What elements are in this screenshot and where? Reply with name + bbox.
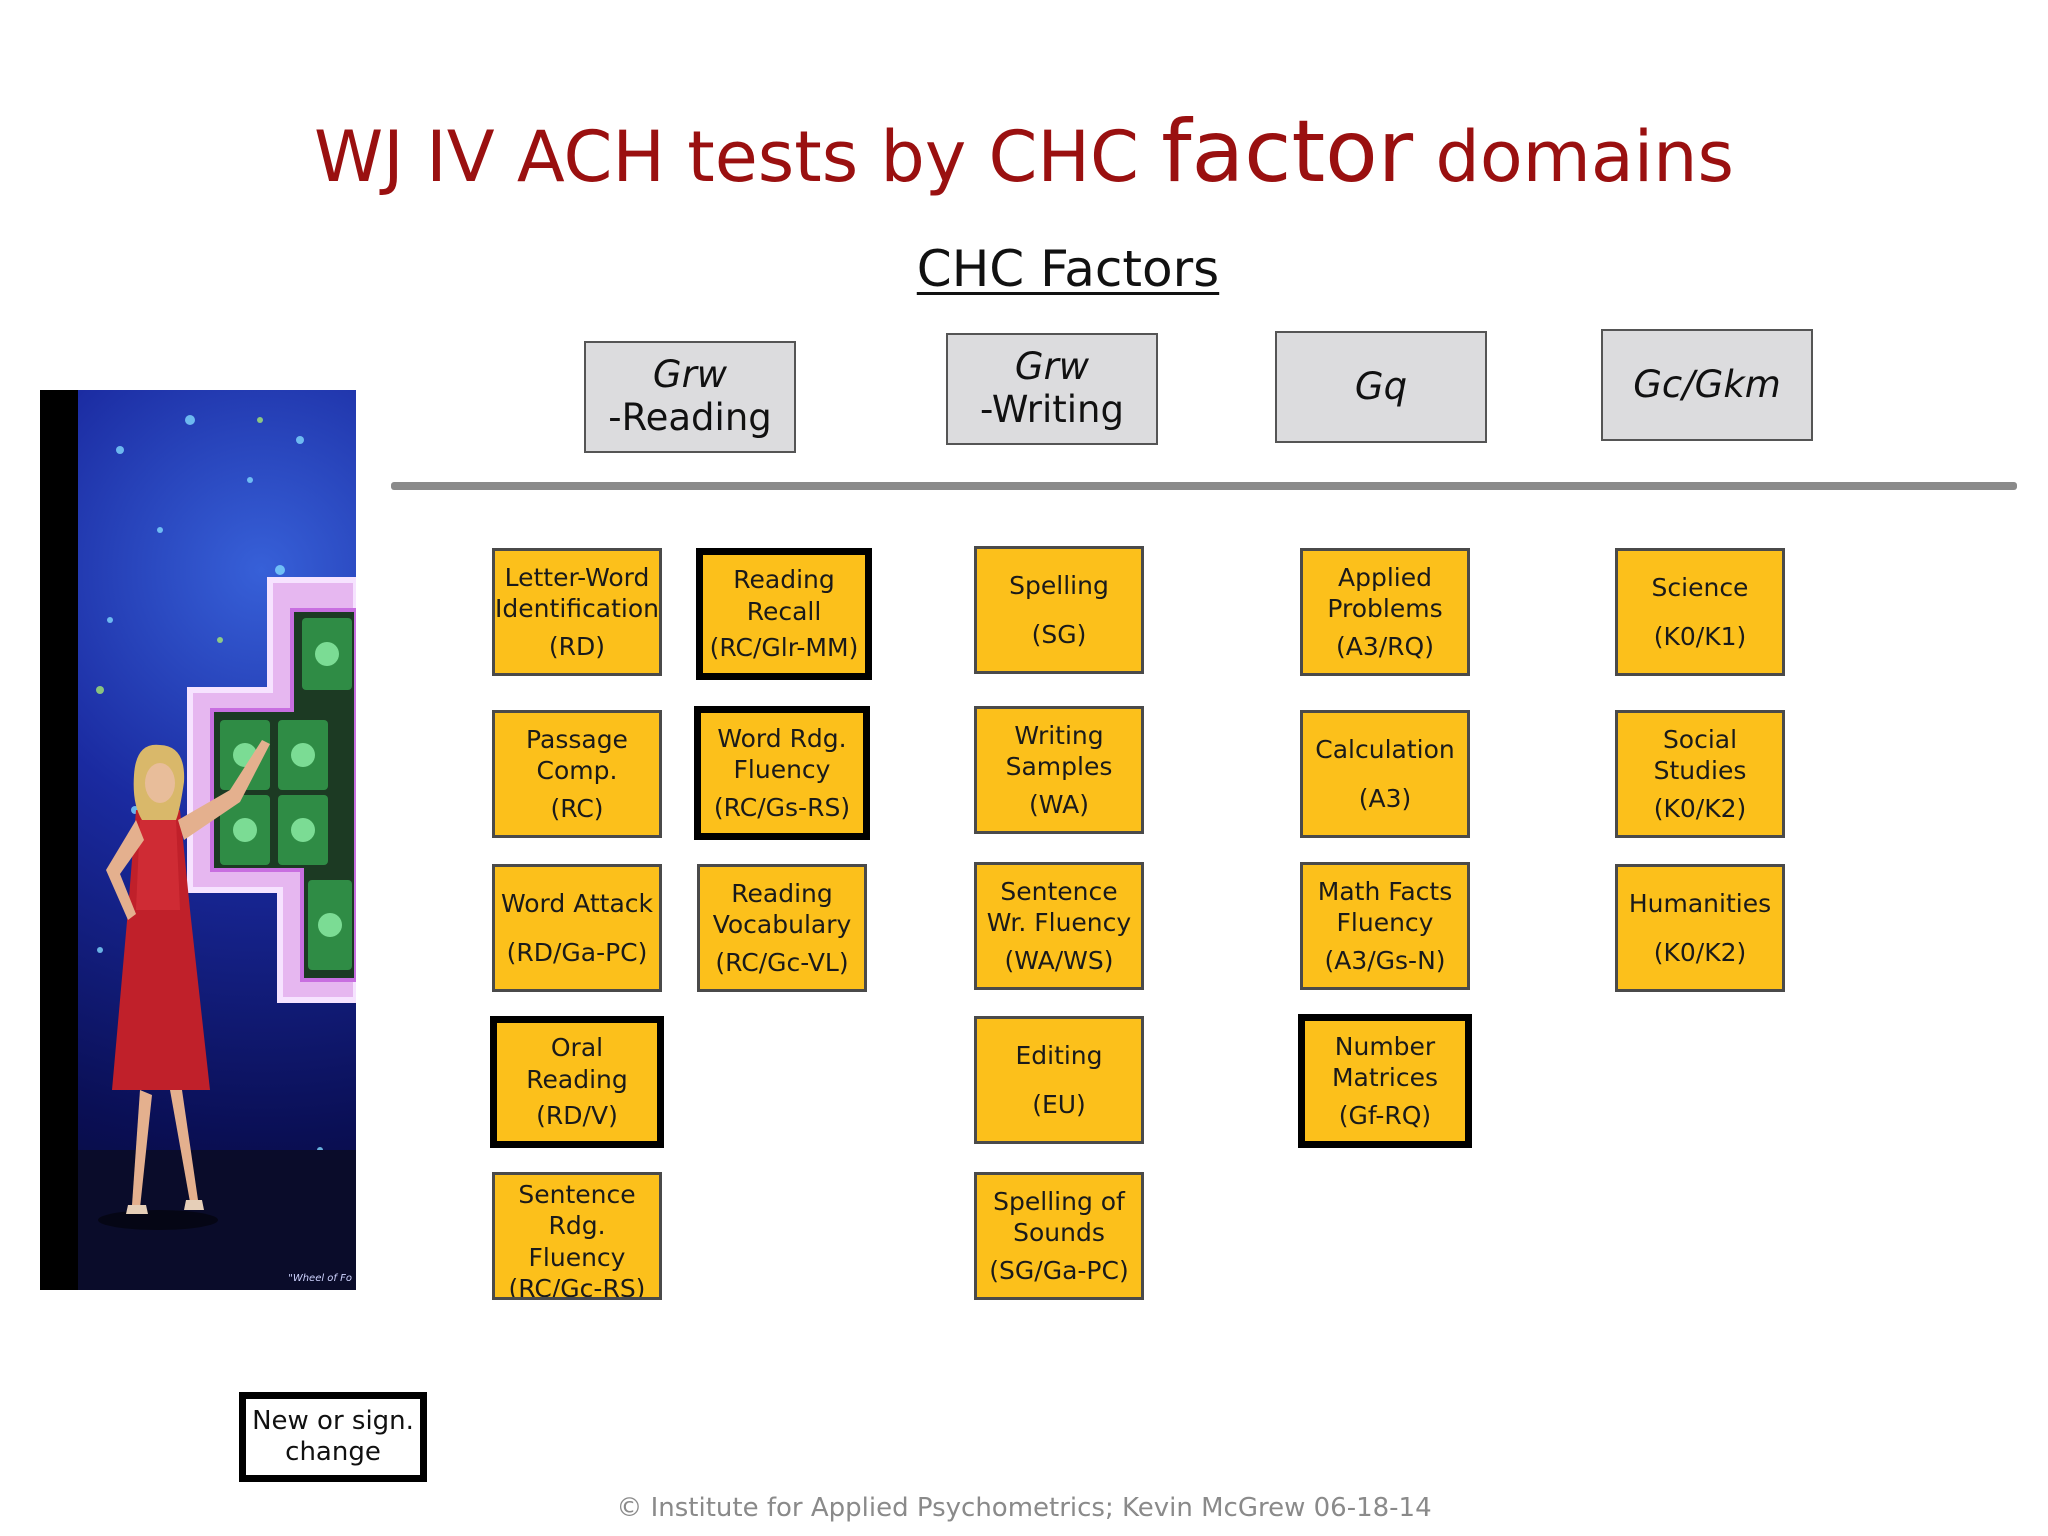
header-divider — [391, 482, 2017, 490]
test-name: Humanities — [1628, 889, 1772, 919]
test-box: Writing Samples (WA) — [974, 706, 1144, 834]
factor-name: Grw — [1014, 345, 1090, 389]
test-name: Letter-Word Identification — [495, 562, 659, 623]
test-code: (RD) — [548, 632, 606, 661]
chc-factors-heading-text: CHC Factors — [916, 240, 1220, 298]
test-code: (RD/Ga-PC) — [506, 937, 648, 967]
test-box: Oral Reading (RD/V) — [490, 1016, 664, 1148]
test-name: Spelling of Sounds — [993, 1186, 1125, 1247]
test-code: (RD/V) — [536, 1101, 618, 1131]
test-box: Word Rdg. Fluency (RC/Gs-RS) — [694, 706, 870, 840]
test-name: Word Rdg. Fluency — [717, 724, 847, 785]
test-code: (RC/Gs-RS) — [713, 792, 851, 822]
legend-new-or-changed: New or sign. change — [239, 1392, 427, 1482]
test-code: (K0/K2) — [1653, 937, 1747, 967]
test-code: (Gf-RQ) — [1338, 1100, 1432, 1130]
factor-gc-gkm: Gc/Gkm — [1601, 329, 1813, 441]
test-code: (WA) — [1029, 790, 1089, 819]
factor-name: Gc/Gkm — [1633, 362, 1781, 406]
test-code: (RC/Gc-VL) — [715, 948, 849, 977]
test-box: Sentence Wr. Fluency (WA/WS) — [974, 862, 1144, 990]
photo-black-strip — [40, 390, 78, 1290]
test-name: Word Attack — [500, 889, 653, 919]
test-code: (K0/K1) — [1653, 621, 1747, 651]
test-box: Reading Recall (RC/Glr-MM) — [696, 548, 872, 680]
factor-sub: -Reading — [608, 396, 772, 439]
test-code: (RC/Glr-MM) — [709, 633, 859, 663]
test-code: (A3) — [1358, 783, 1412, 813]
test-box: Calculation (A3) — [1300, 710, 1470, 838]
factor-grw-writing: Grw -Writing — [946, 333, 1158, 445]
photo-illustration — [78, 415, 356, 1290]
photo-caption: "Wheel of Fo — [288, 1273, 352, 1284]
title-emphasis: factor — [1161, 102, 1414, 202]
test-code: (RC) — [550, 794, 604, 823]
test-box: Humanities (K0/K2) — [1615, 864, 1785, 992]
test-code: (A3/Gs-N) — [1324, 946, 1446, 975]
test-box: Spelling (SG) — [974, 546, 1144, 674]
test-box: Math Facts Fluency (A3/Gs-N) — [1300, 862, 1470, 990]
test-box: Number Matrices (Gf-RQ) — [1298, 1014, 1472, 1148]
title-part-b: domains — [1413, 116, 1735, 198]
test-code: (WA/WS) — [1004, 946, 1114, 975]
test-name: Math Facts Fluency — [1317, 876, 1453, 937]
test-name: Reading Vocabulary — [712, 878, 852, 939]
test-box: Science (K0/K1) — [1615, 548, 1785, 676]
test-name: Social Studies — [1653, 724, 1747, 785]
factor-name: Grw — [652, 353, 728, 397]
test-name: Number Matrices — [1331, 1032, 1439, 1093]
test-name: Writing Samples — [1005, 720, 1113, 781]
test-box: Social Studies (K0/K2) — [1615, 710, 1785, 838]
test-box: Word Attack (RD/Ga-PC) — [492, 864, 662, 992]
test-name: Science — [1651, 573, 1749, 603]
presenter-photo: "Wheel of Fo — [40, 390, 356, 1290]
slide-title: WJ IV ACH tests by CHC factor domains — [0, 102, 2048, 202]
test-box: Applied Problems (A3/RQ) — [1300, 548, 1470, 676]
test-code: (SG/Ga-PC) — [989, 1256, 1129, 1285]
factor-grw-reading: Grw -Reading — [584, 341, 796, 453]
test-name: Passage Comp. — [526, 724, 628, 785]
test-name: Calculation — [1315, 735, 1455, 765]
factor-name: Gq — [1354, 364, 1408, 408]
test-name: Editing — [1015, 1041, 1103, 1071]
test-name: Sentence Wr. Fluency — [986, 876, 1132, 937]
test-box: Letter-Word Identification (RD) — [492, 548, 662, 676]
factor-gq: Gq — [1275, 331, 1487, 443]
test-box: Reading Vocabulary (RC/Gc-VL) — [697, 864, 867, 992]
test-name: Sentence Rdg. Fluency — [518, 1180, 636, 1272]
test-name: Reading Recall — [733, 565, 835, 626]
test-name: Oral Reading — [526, 1033, 628, 1094]
chc-factors-heading: CHC Factors — [0, 240, 2048, 298]
test-box: Spelling of Sounds (SG/Ga-PC) — [974, 1172, 1144, 1300]
test-code: (SG) — [1031, 619, 1087, 649]
test-code: (EU) — [1032, 1089, 1086, 1119]
test-box: Sentence Rdg. Fluency (RC/Gc-RS) — [492, 1172, 662, 1300]
test-name: Applied Problems — [1327, 562, 1443, 623]
test-code: (A3/RQ) — [1336, 632, 1434, 661]
factor-sub: -Writing — [980, 388, 1124, 431]
legend-text: New or sign. change — [252, 1405, 414, 1467]
footer-copyright: © Institute for Applied Psychometrics; K… — [616, 1493, 1432, 1523]
test-code: (K0/K2) — [1653, 794, 1747, 823]
test-box: Passage Comp. (RC) — [492, 710, 662, 838]
test-code: (RC/Gc-RS) — [508, 1273, 646, 1300]
test-name: Spelling — [1009, 571, 1109, 601]
title-part-a: WJ IV ACH tests by CHC — [313, 116, 1162, 198]
test-box: Editing (EU) — [974, 1016, 1144, 1144]
